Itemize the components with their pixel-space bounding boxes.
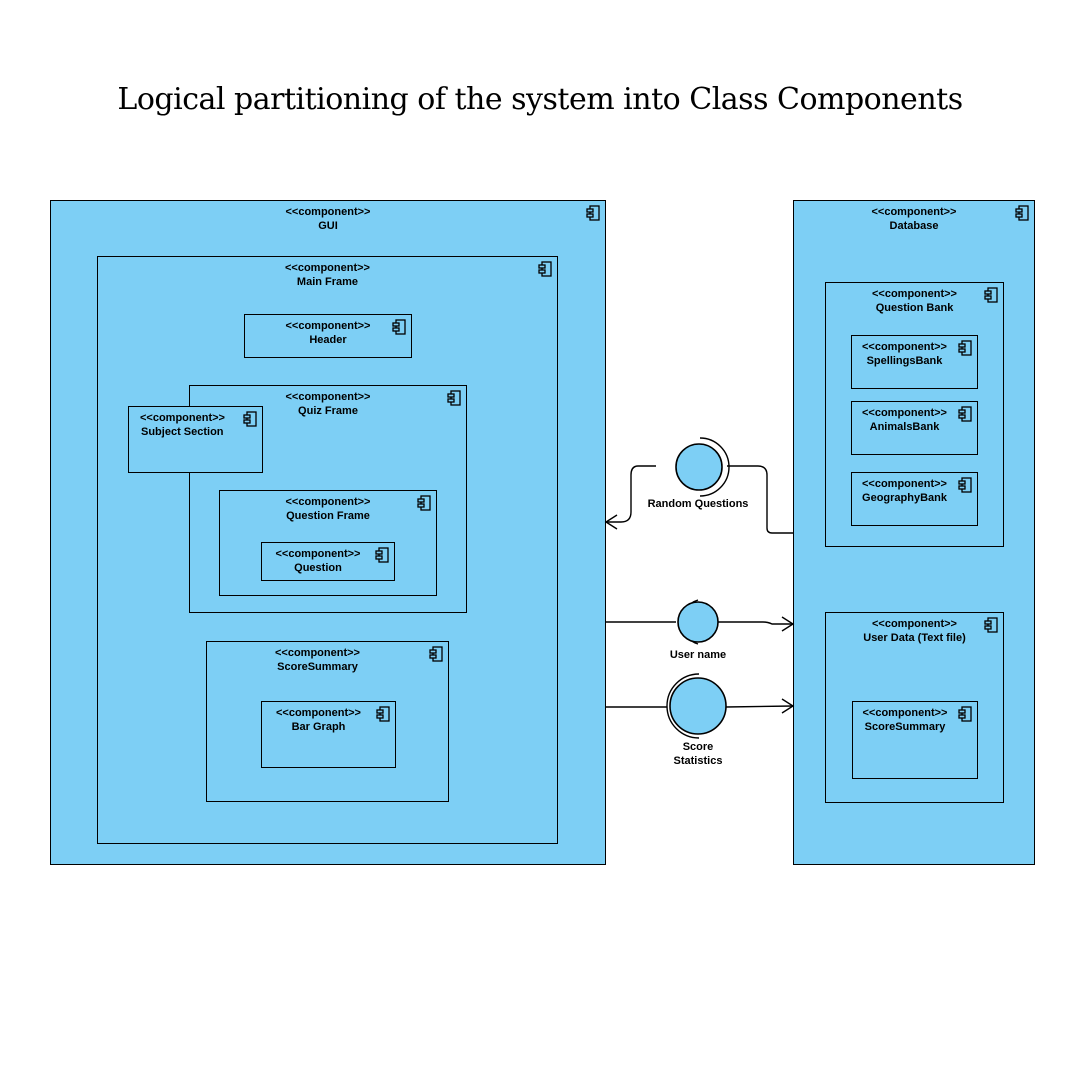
stereotype-label: <<component>> bbox=[285, 320, 371, 332]
component-name: Question Frame bbox=[286, 510, 370, 522]
component-name: SpellingsBank bbox=[866, 355, 943, 367]
component-question[interactable]: <<component>> Question bbox=[261, 542, 395, 581]
component-icon bbox=[538, 261, 552, 277]
component-name: GUI bbox=[318, 220, 338, 232]
component-subject-section[interactable]: <<component>> Subject Section bbox=[128, 406, 263, 473]
component-name: Subject Section bbox=[141, 426, 224, 438]
component-icon bbox=[417, 495, 431, 511]
stereotype-label: <<component>> bbox=[285, 496, 371, 508]
component-icon bbox=[984, 617, 998, 633]
component-icon bbox=[376, 706, 390, 722]
component-icon bbox=[958, 340, 972, 356]
component-name: User Data (Text file) bbox=[863, 632, 966, 644]
component-name: GeographyBank bbox=[862, 492, 947, 504]
stereotype-label: <<component>> bbox=[872, 618, 957, 630]
component-name: Database bbox=[889, 220, 939, 232]
diagram-title: Logical partitioning of the system into … bbox=[117, 82, 963, 117]
component-icon bbox=[429, 646, 443, 662]
component-icon bbox=[447, 390, 461, 406]
user-name-label: User name bbox=[669, 649, 727, 661]
component-name: Question bbox=[294, 562, 342, 574]
user-name-connector-out bbox=[718, 621, 793, 625]
score-statistics-connector-out bbox=[725, 705, 794, 708]
stereotype-label: <<component>> bbox=[275, 548, 361, 560]
component-bar-graph[interactable]: <<component>> Bar Graph bbox=[261, 701, 396, 768]
stereotype-label: <<component>> bbox=[285, 262, 370, 274]
component-name: Main Frame bbox=[296, 276, 359, 288]
user-name-arrowhead bbox=[781, 616, 795, 632]
component-icon bbox=[958, 706, 972, 722]
score-statistics-arrowhead bbox=[781, 698, 795, 714]
random-questions-connector bbox=[727, 465, 793, 534]
random-questions-required-arc bbox=[699, 437, 730, 497]
component-spellings-bank[interactable]: <<component>> SpellingsBank bbox=[851, 335, 978, 389]
component-icon bbox=[984, 287, 998, 303]
component-icon bbox=[586, 205, 600, 221]
user-name-interface bbox=[677, 601, 719, 643]
component-icon bbox=[243, 411, 257, 427]
component-icon bbox=[958, 406, 972, 422]
component-name: ScoreSummary bbox=[864, 721, 946, 733]
component-name: Header bbox=[309, 334, 347, 346]
component-db-score-summary[interactable]: <<component>> ScoreSummary bbox=[852, 701, 978, 779]
component-icon bbox=[375, 547, 389, 563]
score-statistics-label: Score Statistics bbox=[673, 741, 723, 767]
component-icon bbox=[1015, 205, 1029, 221]
component-header[interactable]: <<component>> Header bbox=[244, 314, 412, 358]
component-name: Quiz Frame bbox=[298, 405, 358, 417]
component-geography-bank[interactable]: <<component>> GeographyBank bbox=[851, 472, 978, 526]
random-questions-arrowhead bbox=[604, 514, 618, 530]
component-name: Question Bank bbox=[875, 302, 954, 314]
random-questions-label: Random Questions bbox=[647, 498, 749, 510]
score-statistics-interface bbox=[669, 677, 727, 735]
component-name: AnimalsBank bbox=[869, 421, 940, 433]
random-questions-connector-out bbox=[606, 465, 656, 523]
stereotype-label: <<component>> bbox=[862, 341, 947, 353]
stereotype-label: <<component>> bbox=[872, 288, 957, 300]
random-questions-interface bbox=[675, 443, 723, 491]
stereotype-label: <<component>> bbox=[862, 707, 948, 719]
stereotype-label: <<component>> bbox=[285, 391, 371, 403]
stereotype-label: <<component>> bbox=[140, 412, 225, 424]
stereotype-label: <<component>> bbox=[862, 478, 947, 490]
stereotype-label: <<component>> bbox=[276, 707, 361, 719]
component-name: ScoreSummary bbox=[277, 661, 358, 673]
component-animals-bank[interactable]: <<component>> AnimalsBank bbox=[851, 401, 978, 455]
stereotype-label: <<component>> bbox=[285, 206, 371, 218]
stereotype-label: <<component>> bbox=[275, 647, 360, 659]
stereotype-label: <<component>> bbox=[871, 206, 957, 218]
component-name: Bar Graph bbox=[291, 721, 346, 733]
component-icon bbox=[392, 319, 406, 335]
score-statistics-required-arc bbox=[666, 673, 700, 739]
component-icon bbox=[958, 477, 972, 493]
stereotype-label: <<component>> bbox=[862, 407, 947, 419]
